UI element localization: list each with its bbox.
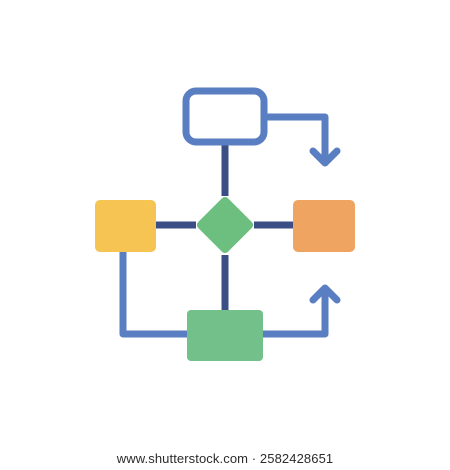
connector-bottom-left bbox=[119, 248, 193, 338]
arrow-up-head-icon bbox=[309, 284, 341, 304]
flowchart-icon bbox=[95, 87, 355, 361]
green-process-box bbox=[187, 310, 263, 361]
yellow-box bbox=[95, 200, 156, 252]
arrow-bottom-right bbox=[258, 284, 341, 338]
orange-box bbox=[293, 200, 355, 252]
arrow-top-right-line bbox=[261, 113, 329, 162]
connector-bottom-left-line bbox=[119, 248, 193, 338]
arrow-top-right bbox=[261, 113, 341, 167]
decision-diamond bbox=[196, 196, 254, 254]
watermark-bar: www.shutterstock.com · 2582428651 bbox=[0, 447, 450, 470]
center-connectors bbox=[156, 143, 294, 312]
arrow-bottom-right-line bbox=[258, 288, 329, 338]
watermark-text: www.shutterstock.com · 2582428651 bbox=[116, 451, 334, 466]
start-box bbox=[182, 87, 268, 146]
arrow-down-head-icon bbox=[309, 147, 341, 167]
